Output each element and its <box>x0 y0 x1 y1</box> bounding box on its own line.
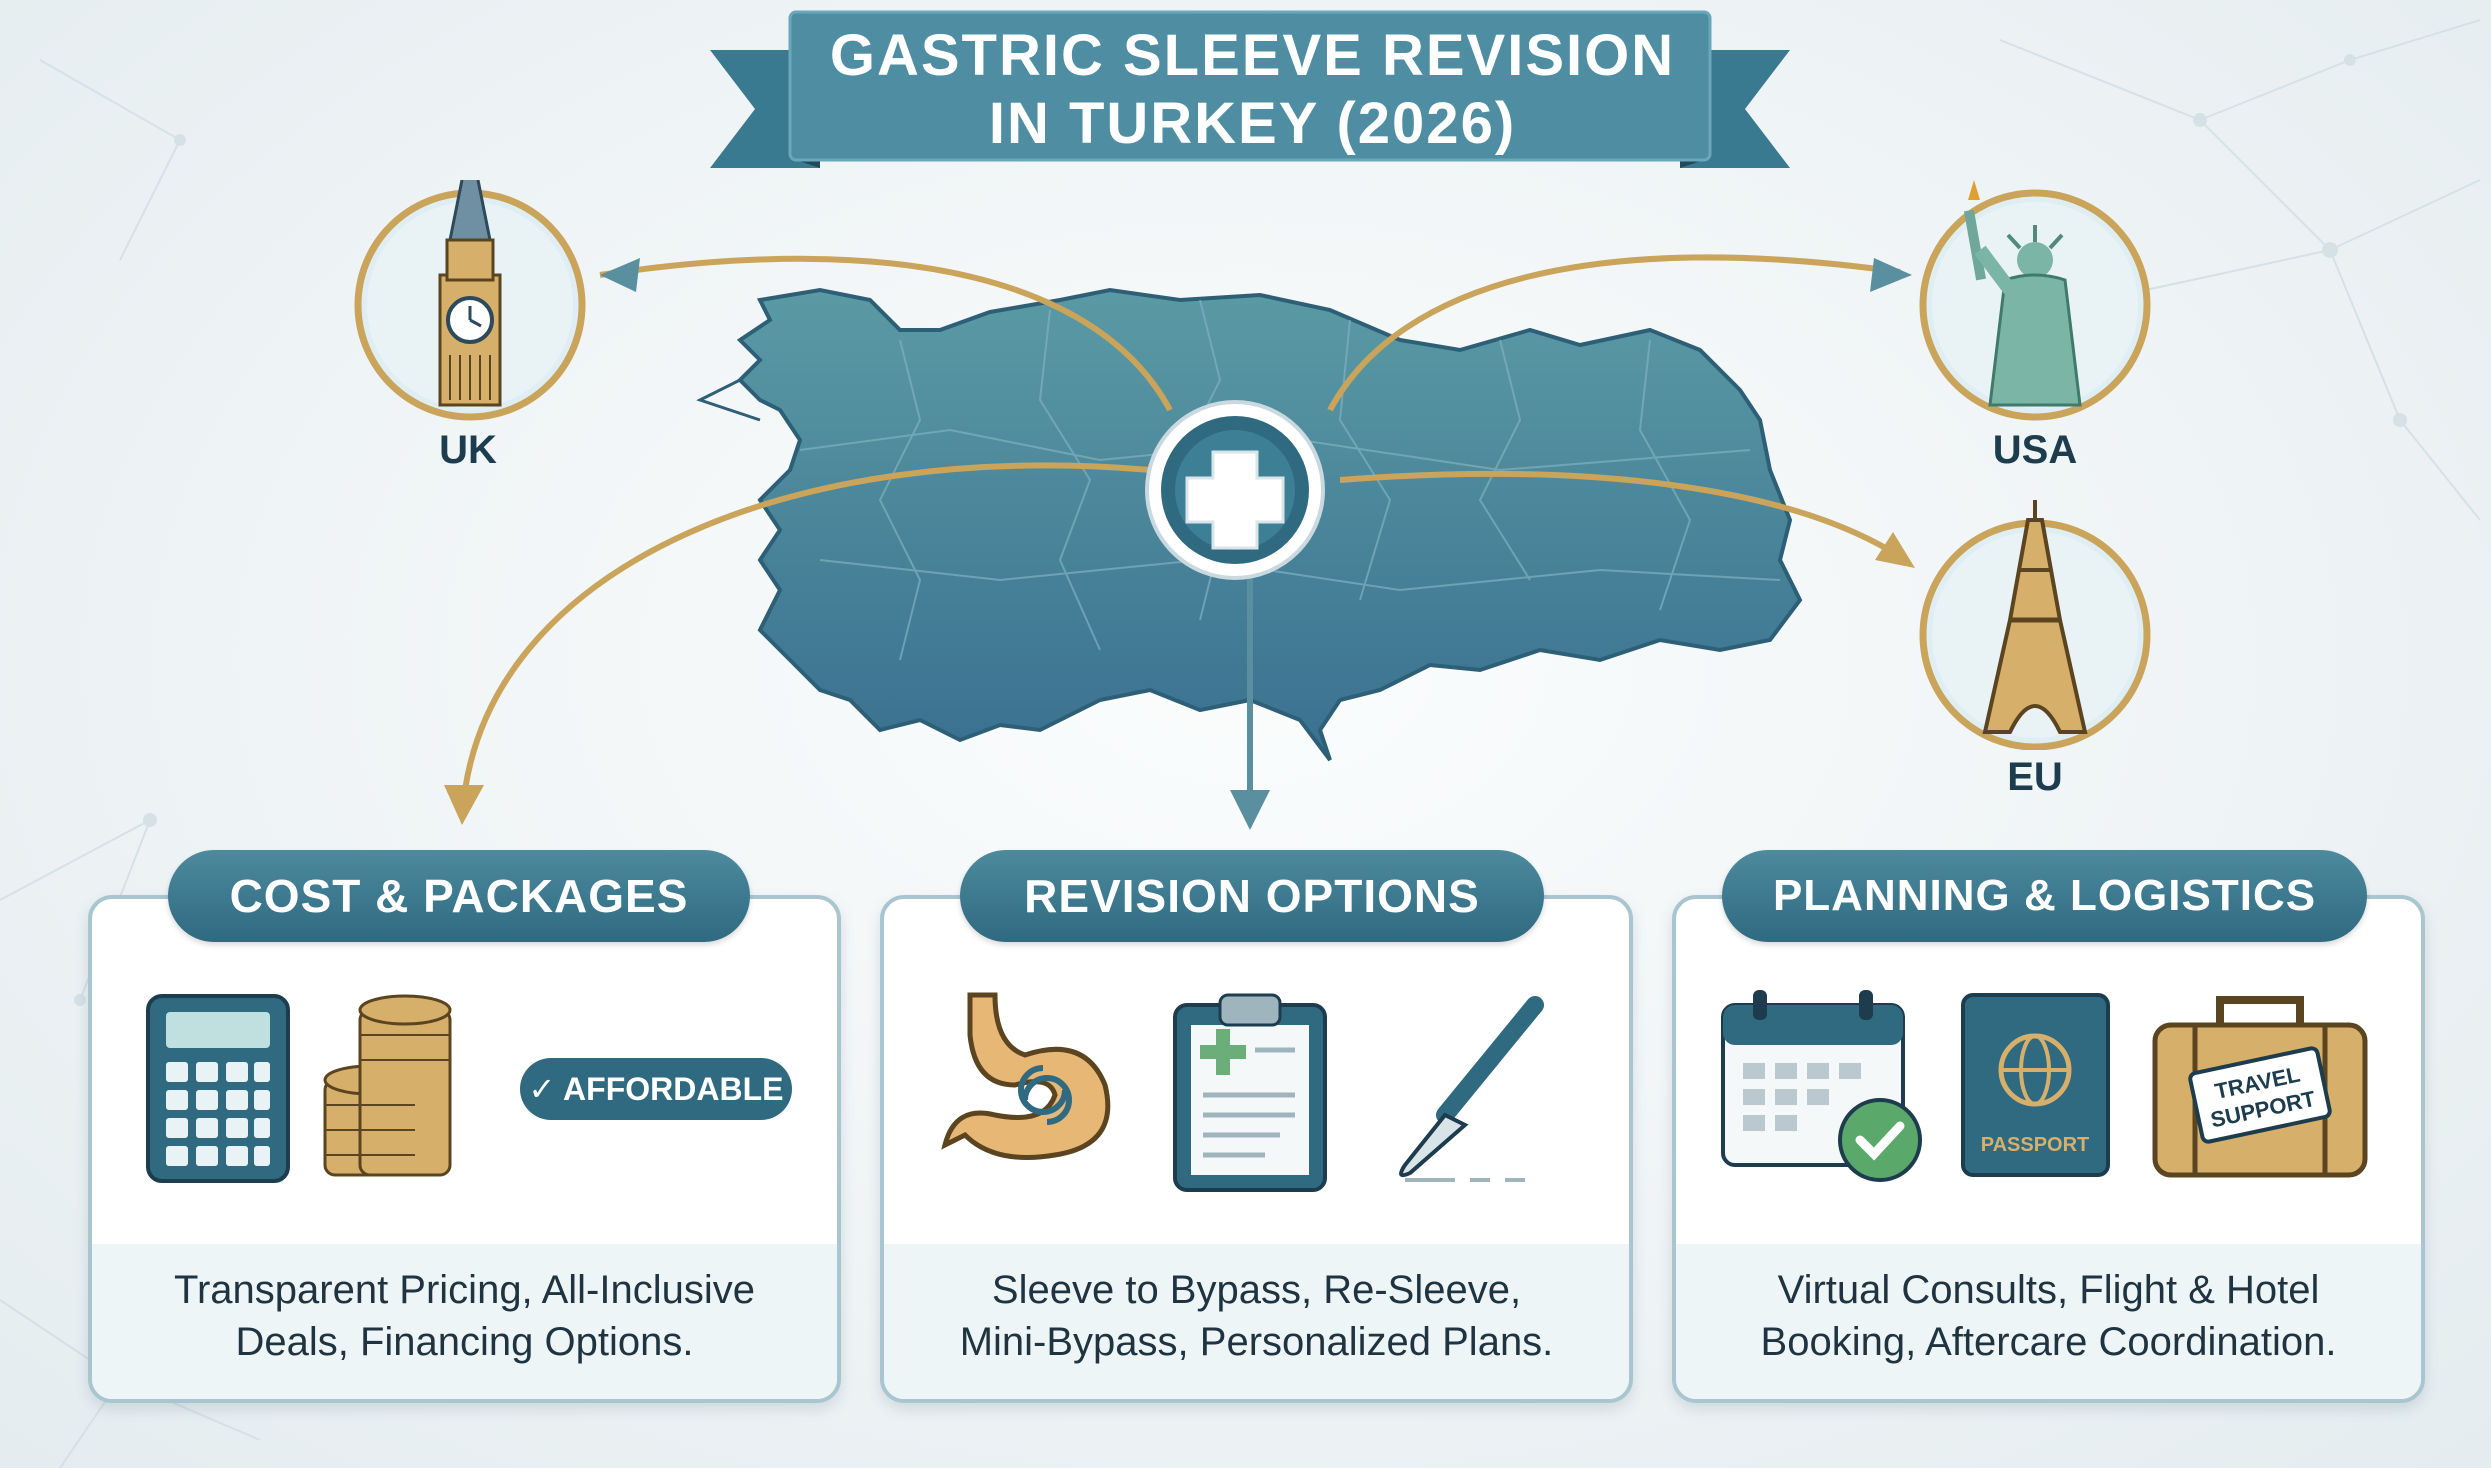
stomach-icon <box>941 992 1111 1160</box>
arrow-to-eu <box>1339 470 1907 563</box>
passport-icon: PASSPORT <box>1961 993 2110 1177</box>
heading-revision-options: REVISION OPTIONS <box>960 850 1544 942</box>
calculator-and-coins <box>146 994 452 1183</box>
description-line-1: Sleeve to Bypass, Re-Sleeve, <box>991 1268 1522 1312</box>
title-line-2: IN TURKEY (2026) <box>988 91 1517 156</box>
card-footer <box>92 1244 837 1399</box>
revision-icons <box>941 992 1544 1192</box>
calculator-icon <box>146 994 290 1183</box>
heading-planning-logistics: PLANNING & LOGISTICS <box>1722 850 2367 942</box>
description-line-1: Transparent Pricing, All-Inclusive <box>174 1268 755 1312</box>
coins-icon <box>323 994 452 1177</box>
card-cost-packages: Transparent Pricing, All-Inclusive Deals… <box>88 895 841 1403</box>
arrow-to-uk <box>599 255 1173 412</box>
description-line-2: Mini-Bypass, Personalized Plans. <box>959 1320 1554 1364</box>
arrow-to-cost <box>462 462 1151 791</box>
card-footer <box>884 1244 1629 1399</box>
eiffel-tower-icon <box>1919 500 2151 750</box>
label-usa: USA <box>1992 428 2078 472</box>
description-line-1: Virtual Consults, Flight & Hotel <box>1777 1268 2320 1312</box>
clipboard-icon <box>1173 993 1327 1192</box>
card-footer <box>1676 1244 2421 1399</box>
medical-cross-icon <box>1145 400 1325 580</box>
calendar-icon <box>1721 990 1922 1182</box>
card-description: Transparent Pricing, All-Inclusive Deals… <box>122 1264 807 1368</box>
card-description: Sleeve to Bypass, Re-Sleeve, Mini-Bypass… <box>914 1264 1599 1368</box>
suitcase-icon: TRAVEL SUPPORT <box>2152 996 2368 1178</box>
label-eu: EU <box>2007 755 2063 799</box>
statue-of-liberty-icon <box>1919 180 2151 421</box>
affordable-badge: ✓ AFFORDABLE <box>520 1058 792 1120</box>
passport-label: PASSPORT <box>1981 1134 2090 1156</box>
scalpel-icon <box>1399 996 1544 1182</box>
page-title: GASTRIC SLEEVE REVISION IN TURKEY (2026) <box>790 22 1715 158</box>
heading-cost-packages: COST & PACKAGES <box>168 850 750 942</box>
logistics-icons: PASSPORT TRAVEL SUPPORT <box>1721 990 2368 1182</box>
arrow-to-usa <box>1327 254 1901 412</box>
card-description: Virtual Consults, Flight & Hotel Booking… <box>1706 1264 2391 1368</box>
title-ribbon <box>710 10 1790 168</box>
big-ben-icon <box>354 180 586 421</box>
description-line-2: Deals, Financing Options. <box>235 1320 694 1364</box>
description-line-2: Booking, Aftercare Coordination. <box>1760 1320 2337 1364</box>
title-line-1: GASTRIC SLEEVE REVISION <box>829 23 1676 88</box>
label-uk: UK <box>439 428 497 472</box>
